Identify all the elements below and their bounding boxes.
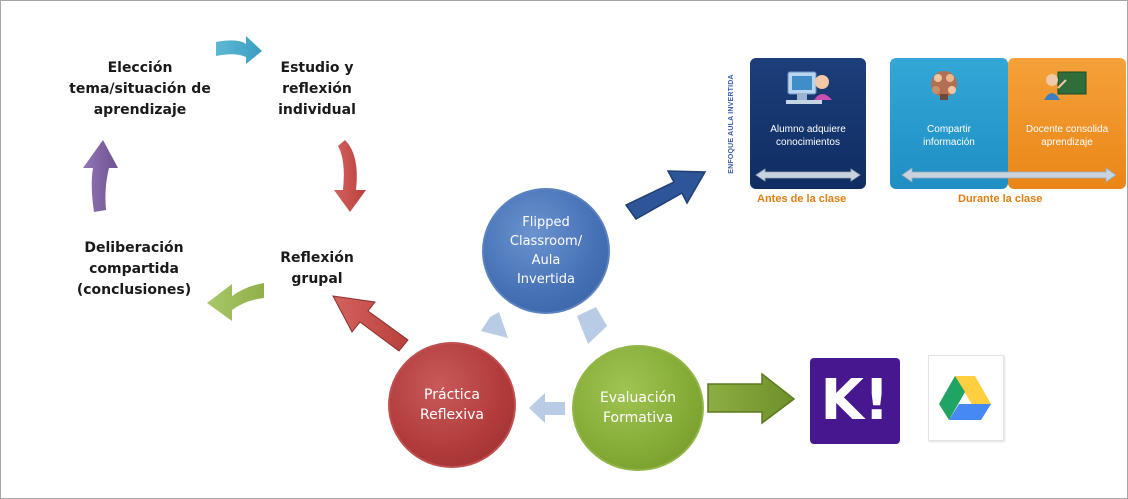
caption-antes: Antes de la clase	[757, 193, 847, 205]
arrow-double-before	[755, 168, 861, 182]
drive-icon	[939, 376, 991, 420]
teacher-board-icon	[1044, 71, 1087, 100]
student-computer-icon	[786, 71, 832, 104]
arrow-flipped-to-panel	[624, 170, 707, 220]
connector-flipped-to-evaluacion	[577, 307, 607, 344]
cycle-arrow-up-purple	[83, 140, 118, 212]
vertical-label-enfoque: ENFOQUE AULA INVERTIDA	[728, 74, 735, 174]
connector-practica-to-flipped	[481, 312, 508, 338]
caption-durante: Durante la clase	[958, 193, 1043, 205]
connector-evaluacion-to-practica-shaft	[545, 402, 565, 415]
arrow-practica-to-reflexion	[332, 295, 409, 352]
group-icon	[931, 71, 957, 100]
connector-evaluacion-to-practica	[529, 393, 545, 423]
kahoot-logo: K!	[810, 358, 900, 444]
arrow-double-during	[901, 167, 1117, 183]
cycle-arrow-right-teal	[216, 36, 262, 64]
cycle-arrow-down-red	[334, 140, 366, 212]
google-drive-logo	[928, 355, 1004, 441]
arrow-evaluacion-to-tools	[707, 372, 796, 425]
cycle-arrow-left-green	[207, 283, 264, 321]
